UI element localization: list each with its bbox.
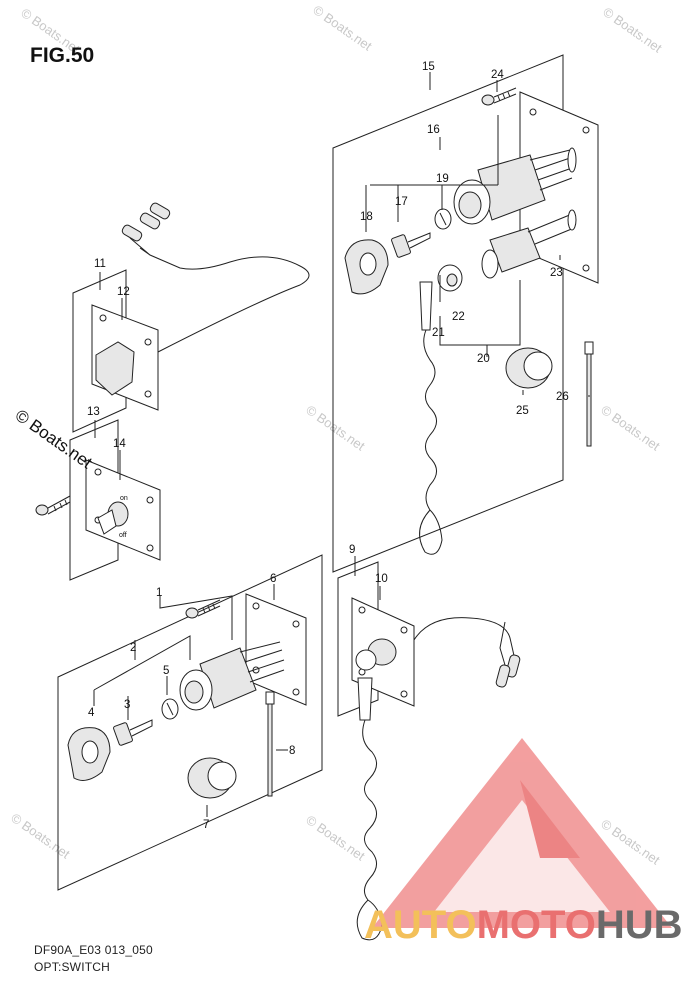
callout-19: 19 [436, 173, 449, 185]
figure-title: FIG.50 [30, 44, 95, 67]
callout-20: 20 [477, 353, 490, 365]
nut-22 [437, 264, 463, 292]
callout-26: 26 [556, 391, 569, 403]
callout-9: 9 [349, 544, 355, 556]
nut-5 [161, 698, 179, 720]
watermark: © Boats.net [310, 2, 375, 54]
callout-14: 14 [113, 438, 126, 450]
callout-3: 3 [124, 699, 130, 711]
watermark: © Boats.net [8, 810, 73, 862]
stop-switch-20 [481, 209, 577, 279]
callout-6: 6 [270, 573, 276, 585]
ignition-switch-16 [453, 147, 577, 225]
key-cap-18 [344, 239, 389, 295]
assembly-11-frame [72, 269, 127, 433]
callout-16: 16 [427, 124, 440, 136]
screw-13 [35, 495, 71, 516]
assembly-15-frame [332, 54, 564, 573]
cable-tie-26 [584, 341, 594, 447]
diagram-code: DF90A_E03 013_050 [34, 943, 153, 957]
callout-10: 10 [375, 573, 388, 585]
callout-8: 8 [289, 745, 295, 757]
cable-tie-8 [265, 691, 275, 797]
callout-2: 2 [130, 642, 136, 654]
watermark: © Boats.net [303, 812, 368, 864]
stop-switch-10 [355, 638, 397, 671]
lanyard-9 [356, 677, 383, 941]
callout-5: 5 [163, 665, 169, 677]
watermark: © Boats.net [303, 402, 368, 454]
callout-21: 21 [432, 327, 445, 339]
callout-11: 11 [94, 258, 106, 270]
brand-logo [372, 738, 672, 928]
lanyard-21 [419, 281, 443, 555]
callout-24: 24 [491, 69, 504, 81]
callout-15: 15 [422, 61, 435, 73]
nut-19 [434, 208, 452, 230]
cap-7 [187, 757, 237, 799]
mounting-plate-6 [245, 593, 307, 706]
assembly-11: 11 12 [72, 202, 310, 433]
key-17 [391, 232, 431, 258]
toggle-switch-14 [97, 501, 129, 535]
assembly-13-frame [69, 419, 119, 581]
watermark: © Boats.net [600, 4, 665, 56]
callout-18: 18 [360, 211, 373, 223]
screw-1 [185, 599, 221, 619]
callout-23: 23 [550, 267, 563, 279]
rocker-switch-12 [95, 341, 135, 396]
side-watermark: © Boats.net [12, 406, 96, 473]
callout-1: 1 [156, 587, 162, 599]
brand-wordmark: AUTOMOTOHUB [364, 903, 683, 947]
key-cap-4 [67, 727, 111, 781]
watermark: © Boats.net [598, 402, 663, 454]
screw-24 [481, 87, 517, 106]
assembly-15: 15 24 16 17 19 18 23 22 21 20 25 26 [332, 54, 599, 573]
callout-22: 22 [452, 311, 465, 323]
switch-label-off: off [119, 532, 127, 539]
callout-12: 12 [117, 286, 130, 298]
key-3 [113, 719, 153, 746]
assembly-1: 1 6 2 5 3 4 8 7 [57, 554, 323, 891]
diagram-subtitle: OPT:SWITCH [34, 960, 110, 974]
callout-17: 17 [395, 196, 408, 208]
cap-25 [505, 347, 553, 389]
callout-13: 13 [87, 406, 100, 418]
assembly-9: 9 10 [337, 544, 521, 941]
callout-4: 4 [88, 707, 95, 719]
ignition-switch-2 [179, 641, 285, 711]
assembly-1-frame [57, 554, 323, 891]
switch-label-on: on [120, 495, 128, 502]
assembly-13: on off 13 14 [35, 406, 161, 581]
callout-7: 7 [203, 819, 209, 831]
callout-25: 25 [516, 405, 529, 417]
assembly-9-frame [337, 561, 379, 717]
